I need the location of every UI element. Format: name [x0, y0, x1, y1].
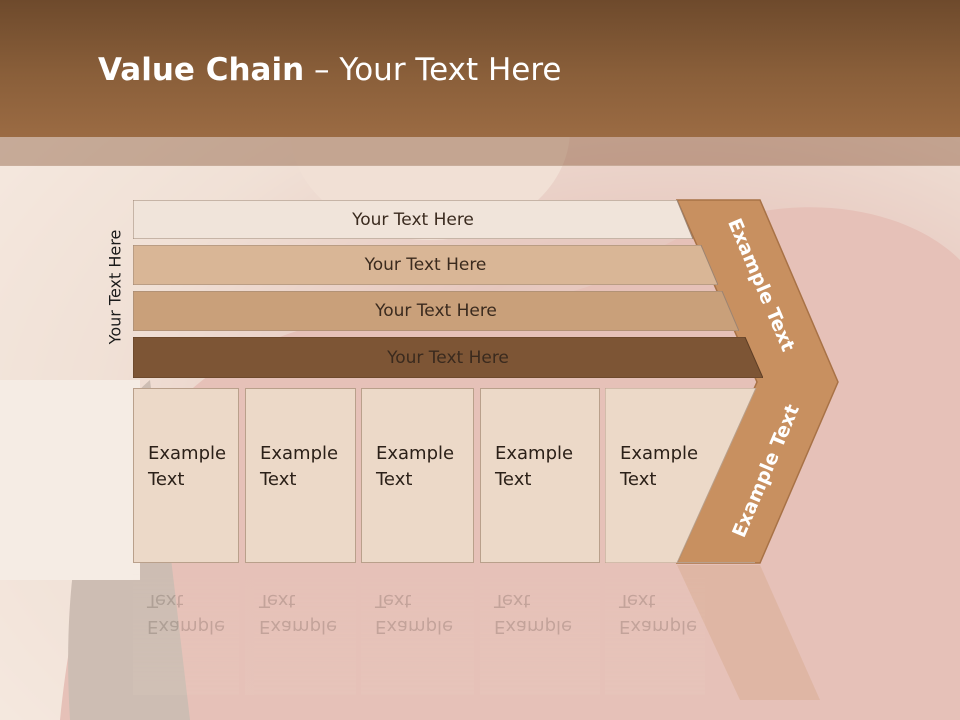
bar-3-label: Your Text Here	[375, 301, 497, 321]
bar-2: Your Text Here	[133, 245, 718, 285]
box-1-line1: Example	[148, 443, 227, 464]
bar-4-label: Your Text Here	[387, 347, 509, 368]
box-2-line2: Text	[260, 469, 297, 490]
bar-1: Your Text Here	[133, 200, 693, 239]
bar-3: Your Text Here	[133, 291, 739, 331]
box-5-line2: Text	[620, 469, 657, 490]
title-bold: Value Chain	[98, 52, 305, 88]
example-box-5: Example Text	[605, 388, 757, 563]
chevron-reflection	[677, 565, 820, 700]
header-band	[0, 0, 960, 137]
box-3-line2: Text	[376, 469, 413, 490]
title-rest: – Your Text Here	[304, 52, 562, 88]
example-box-4: Example Text	[480, 388, 600, 563]
bar-4: Your Text Here	[133, 337, 763, 378]
box-4-line2: Text	[495, 469, 532, 490]
bar-2-label: Your Text Here	[364, 255, 487, 275]
box-2-line1: Example	[260, 443, 339, 464]
example-box-3: Example Text	[361, 388, 474, 563]
example-box-2: Example Text	[245, 388, 356, 563]
slide-title: Value Chain – Your Text Here	[98, 52, 561, 88]
box-1-line2: Text	[148, 469, 185, 490]
example-box-1: Example Text	[133, 388, 239, 563]
header-strip	[0, 137, 960, 166]
box-3-line1: Example	[376, 443, 455, 464]
box-4-line1: Example	[495, 443, 574, 464]
bar-1-label: Your Text Here	[352, 209, 474, 230]
box-5-line1: Example	[620, 443, 699, 464]
